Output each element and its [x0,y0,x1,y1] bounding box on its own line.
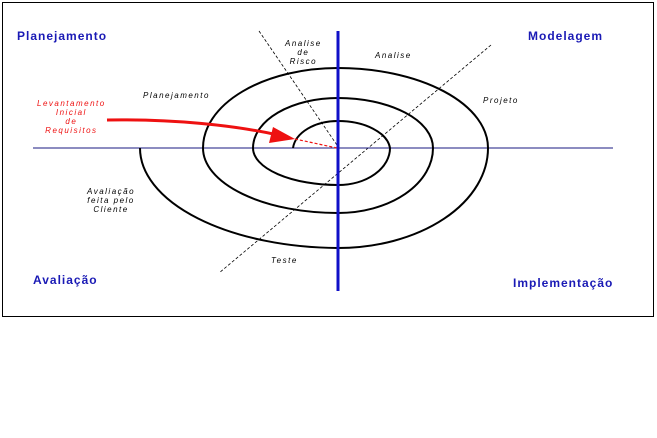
requirements-dashed [294,138,338,149]
spiral-model-diagram [33,30,613,291]
label-levantamento: Levantamento Inicial de Requisitos [37,99,106,135]
requirements-arrow [106,118,279,137]
label-avaliacao-line: Cliente [93,205,129,214]
label-projeto: Projeto [483,96,519,105]
label-planejamento: Planejamento [143,91,210,100]
quadrant-modelagem: Modelagem [528,29,604,43]
quadrant-planejamento: Planejamento [17,29,108,43]
label-analise: Analise [375,51,412,60]
label-levantamento-line: Requisitos [45,126,98,135]
label-levantamento-line: de [65,117,78,126]
diagonal-risk-line [258,30,340,149]
quadrant-implementacao: Implementação [513,276,614,290]
label-levantamento-line: Levantamento [37,99,106,108]
label-avaliacao-line: feita pelo [87,196,135,205]
label-avaliacao-line: Avaliação [87,187,136,196]
label-analise-risco-line: Risco [289,57,318,66]
label-avaliacao-cliente: Avaliação feita pelo Cliente [87,187,135,214]
label-analise-risco: Analise de Risco [285,39,322,66]
requirements-arrowhead [269,127,295,143]
label-levantamento-line: Inicial [55,108,87,117]
diagonal-main-line [218,44,492,274]
quadrant-avaliacao: Avaliação [33,273,98,287]
label-analise-risco-line: Analise [285,39,322,48]
label-analise-risco-line: de [297,48,310,57]
label-teste: Teste [271,256,298,265]
diagram-frame: Planejamento Modelagem Avaliação Impleme… [2,2,654,317]
